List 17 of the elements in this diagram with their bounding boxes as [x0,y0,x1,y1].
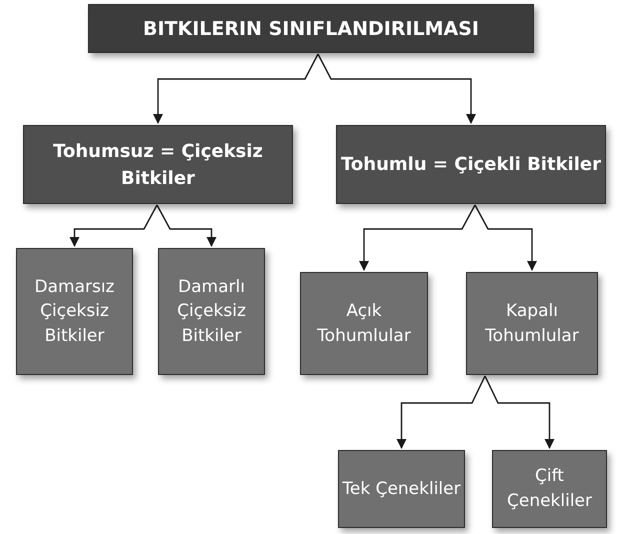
subcategory-box: Çift Çenekliler [492,450,607,528]
arrow [156,204,216,247]
arrow [317,54,476,124]
arrow [396,376,486,449]
title-box: BITKILERIN SINIFLANDIRILMASI [88,4,534,53]
arrow [70,204,158,247]
category-box: Tohumlu = Çiçekli Bitkiler [336,125,606,204]
arrow [359,204,476,271]
category-box: Tohumsuz = Çiçeksiz Bitkiler [23,125,293,204]
subcategory-box: Tek Çenekliler [338,450,465,528]
subcategory-box: Damarsız Çiçeksiz Bitkiler [16,248,133,375]
arrow [484,376,554,449]
subcategory-box: Kapalı Tohumlular [466,272,598,375]
arrow [474,204,537,271]
arrow [153,54,319,124]
subcategory-box: Açık Tohumlular [300,272,428,375]
subcategory-box: Damarlı Çiçeksiz Bitkiler [158,248,265,375]
